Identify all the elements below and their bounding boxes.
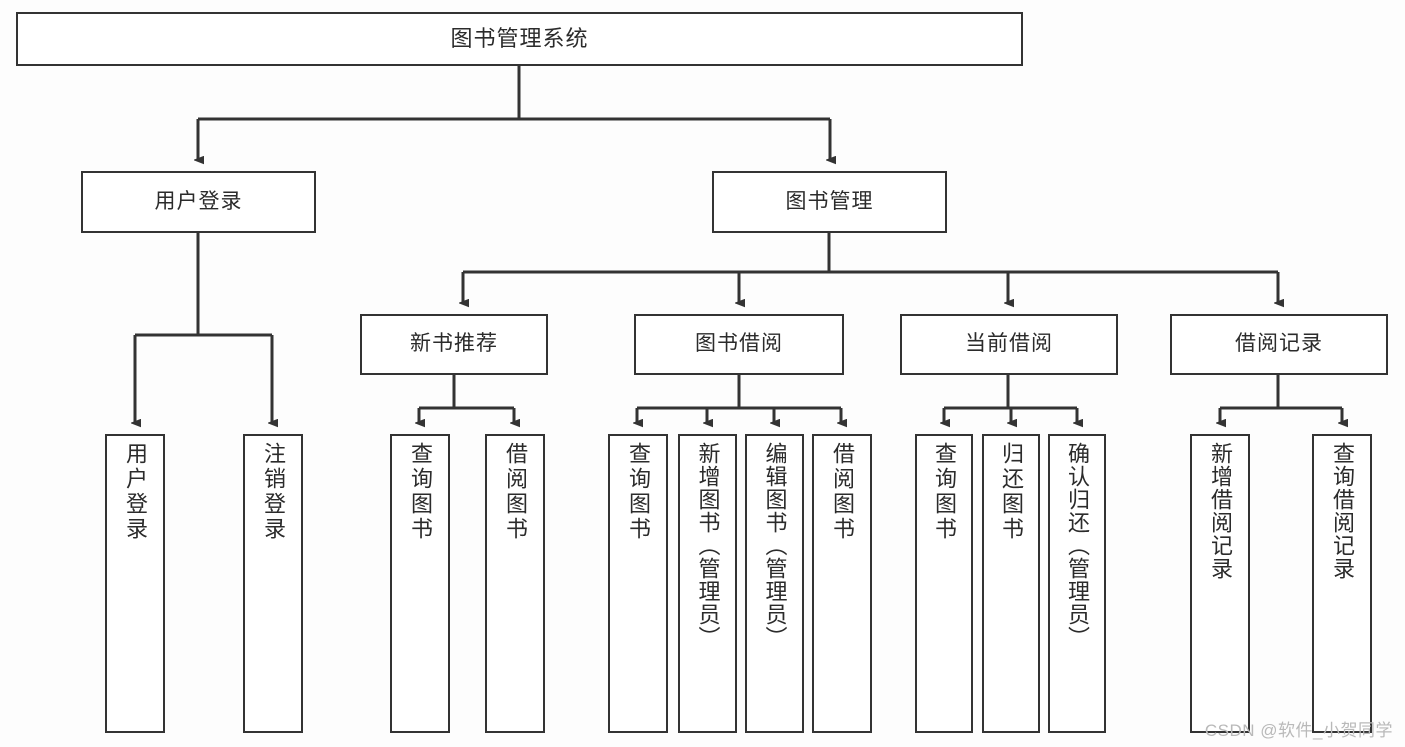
leaf-edit-book-admin[interactable]: 编辑图书（管理员） xyxy=(745,434,804,733)
leaf-add-book-admin[interactable]: 新增图书（管理员） xyxy=(678,434,737,733)
leaf-query-book-borrow[interactable]: 查询图书 xyxy=(608,434,668,733)
leaf-query-borrow-record[interactable]: 查询借阅记录 xyxy=(1312,434,1372,733)
csdn-watermark: CSDN @软件_小贺同学 xyxy=(1204,721,1393,740)
node-label: 当前借阅 xyxy=(965,332,1053,356)
leaf-query-book-current[interactable]: 查询图书 xyxy=(915,434,973,733)
node-label: 查询图书 xyxy=(932,442,957,542)
leaf-return-book[interactable]: 归还图书 xyxy=(982,434,1040,733)
node-new-book-recommend[interactable]: 新书推荐 xyxy=(360,314,548,375)
node-borrow-records[interactable]: 借阅记录 xyxy=(1170,314,1388,375)
node-root-system[interactable]: 图书管理系统 xyxy=(16,12,1023,66)
node-label: 查询借阅记录 xyxy=(1330,442,1355,580)
leaf-add-borrow-record[interactable]: 新增借阅记录 xyxy=(1190,434,1250,733)
node-current-borrow[interactable]: 当前借阅 xyxy=(900,314,1118,375)
node-label: 借阅图书 xyxy=(503,442,528,542)
node-label: 图书借阅 xyxy=(695,332,783,356)
node-book-borrow[interactable]: 图书借阅 xyxy=(634,314,844,375)
node-label: 用户登录 xyxy=(154,189,243,213)
node-label: 注销登录 xyxy=(261,442,286,542)
node-label: 新增图书（管理员） xyxy=(695,442,721,649)
leaf-confirm-return-admin[interactable]: 确认归还（管理员） xyxy=(1048,434,1106,733)
node-label: 查询图书 xyxy=(408,442,433,542)
leaf-user-login[interactable]: 用户登录 xyxy=(105,434,165,733)
leaf-query-book-recommend[interactable]: 查询图书 xyxy=(390,434,450,733)
node-label: 新书推荐 xyxy=(410,332,498,356)
node-label: 新增借阅记录 xyxy=(1208,442,1233,580)
node-label: 查询图书 xyxy=(626,442,651,542)
node-label: 确认归还（管理员） xyxy=(1065,442,1090,649)
leaf-borrow-book[interactable]: 借阅图书 xyxy=(812,434,872,733)
leaf-logout[interactable]: 注销登录 xyxy=(243,434,303,733)
node-label: 图书管理系统 xyxy=(450,26,589,52)
node-book-management[interactable]: 图书管理 xyxy=(712,171,947,233)
node-label: 图书管理 xyxy=(785,189,874,213)
leaf-borrow-book-recommend[interactable]: 借阅图书 xyxy=(485,434,545,733)
node-label: 用户登录 xyxy=(123,442,148,542)
node-label: 借阅记录 xyxy=(1235,332,1323,356)
node-label: 归还图书 xyxy=(999,442,1024,542)
node-label: 借阅图书 xyxy=(830,442,855,542)
node-user-login[interactable]: 用户登录 xyxy=(81,171,316,233)
node-label: 编辑图书（管理员） xyxy=(762,442,788,649)
